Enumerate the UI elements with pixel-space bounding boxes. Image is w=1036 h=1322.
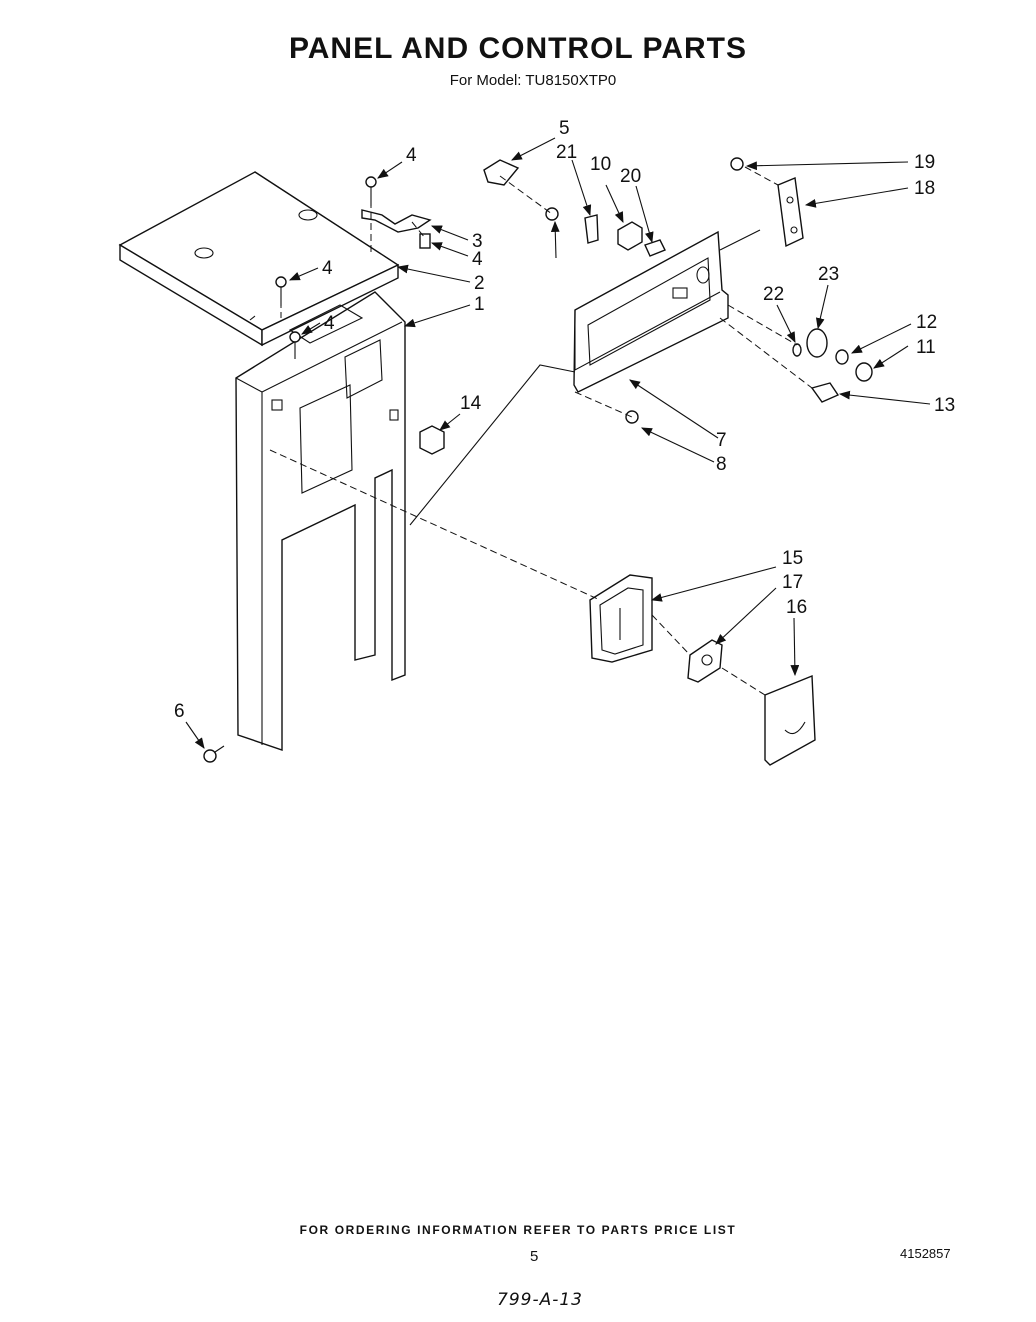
dispenser-housing xyxy=(589,574,653,663)
disc xyxy=(687,639,723,683)
small-components xyxy=(584,214,666,257)
switch-block xyxy=(483,159,520,186)
callout-8: 8 xyxy=(716,454,727,475)
latch-plate xyxy=(777,177,804,248)
callout-18: 18 xyxy=(914,178,935,199)
callout-4d: 4 xyxy=(324,313,335,334)
callout-20: 20 xyxy=(620,166,641,187)
page-number: 5 xyxy=(530,1248,539,1265)
callout-11: 11 xyxy=(916,337,936,358)
callout-15: 15 xyxy=(782,548,803,569)
callout-17: 17 xyxy=(782,572,803,593)
model-subtitle: For Model: TU8150XTP0 xyxy=(449,72,617,89)
ordering-note: FOR ORDERING INFORMATION REFER TO PARTS … xyxy=(299,1223,737,1237)
callout-16: 16 xyxy=(786,597,807,618)
callout-3: 3 xyxy=(472,231,483,252)
leader-lines xyxy=(185,137,931,749)
callout-2: 2 xyxy=(474,273,485,294)
callout-7: 7 xyxy=(716,430,727,451)
callout-21: 21 xyxy=(556,142,577,163)
handwritten-code: 799-A-13 xyxy=(497,1290,583,1310)
assembly-lines xyxy=(254,166,813,696)
callout-numbers: 1 2 3 4 4 4 4 5 6 7 8 10 11 12 13 14 15 … xyxy=(174,118,955,722)
callout-4c: 4 xyxy=(322,258,333,279)
bracket xyxy=(361,209,432,233)
knob-assembly xyxy=(792,328,873,403)
callout-13: 13 xyxy=(934,395,955,416)
callout-5: 5 xyxy=(559,118,570,139)
page-title: PANEL AND CONTROL PARTS xyxy=(288,32,747,65)
clip xyxy=(419,425,445,455)
callout-10: 10 xyxy=(590,154,611,175)
dispenser-cover xyxy=(764,674,816,766)
callout-14: 14 xyxy=(460,393,482,414)
callout-12: 12 xyxy=(916,312,937,333)
callout-4b: 4 xyxy=(472,249,483,270)
callout-22: 22 xyxy=(763,284,784,305)
side-frame-panel xyxy=(235,291,406,751)
callout-1: 1 xyxy=(474,294,485,315)
top-cover-plate xyxy=(118,171,400,347)
control-panel xyxy=(573,230,729,393)
callout-19: 19 xyxy=(914,152,935,173)
callout-6: 6 xyxy=(174,701,185,722)
callout-4a: 4 xyxy=(406,145,417,166)
document-number: 4152857 xyxy=(900,1246,951,1261)
callout-23: 23 xyxy=(818,264,839,285)
